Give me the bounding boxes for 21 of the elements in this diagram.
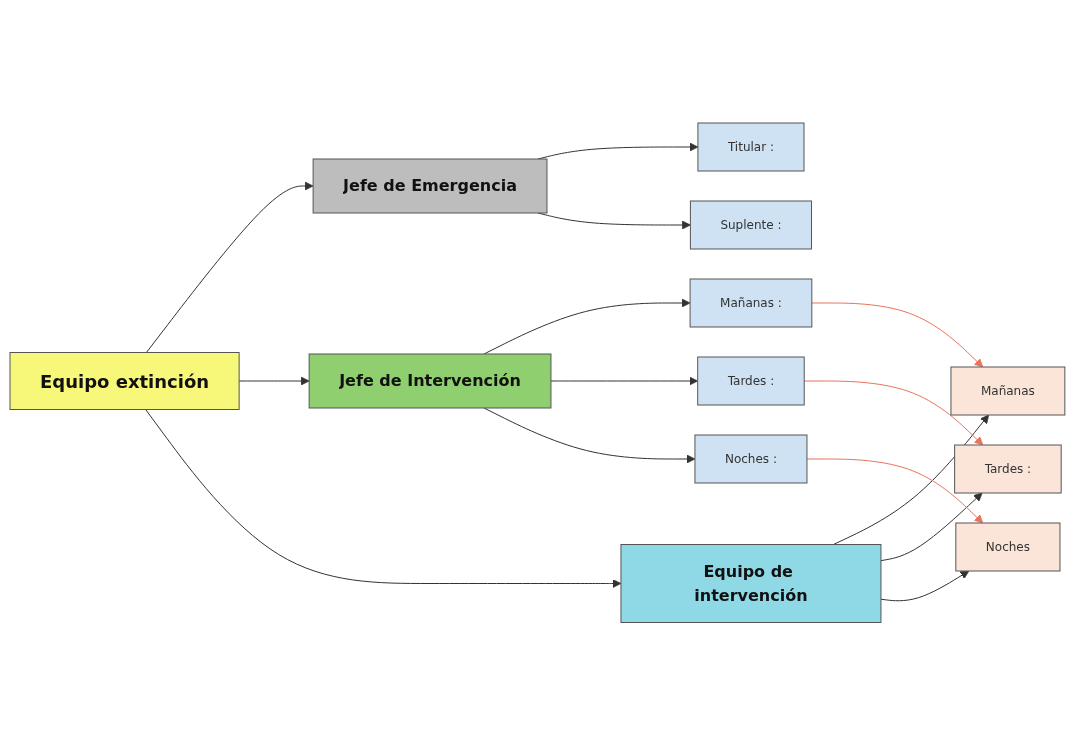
node-box: Noches : xyxy=(694,434,808,484)
node-box: Suplente : xyxy=(690,200,813,250)
node-box: Mañanas : xyxy=(689,278,813,328)
node-box: Mañanas xyxy=(950,366,1066,416)
arrow xyxy=(833,414,990,545)
node-box: Equipo de intervención xyxy=(620,543,882,623)
node-box: Titular : xyxy=(697,122,805,172)
arrow xyxy=(146,181,314,353)
arrow xyxy=(803,380,984,446)
node-box: Equipo extinción xyxy=(9,351,240,410)
arrow xyxy=(483,407,696,464)
node-box: Tardes : xyxy=(954,444,1062,494)
arrow xyxy=(238,376,310,386)
arrow xyxy=(806,458,984,524)
arrow xyxy=(550,376,699,386)
node-box: Tardes : xyxy=(697,356,805,406)
node-box: Noches xyxy=(955,522,1061,572)
arrow xyxy=(880,570,970,601)
arrow xyxy=(880,492,983,561)
arrow xyxy=(145,408,622,588)
arrow xyxy=(811,302,984,368)
